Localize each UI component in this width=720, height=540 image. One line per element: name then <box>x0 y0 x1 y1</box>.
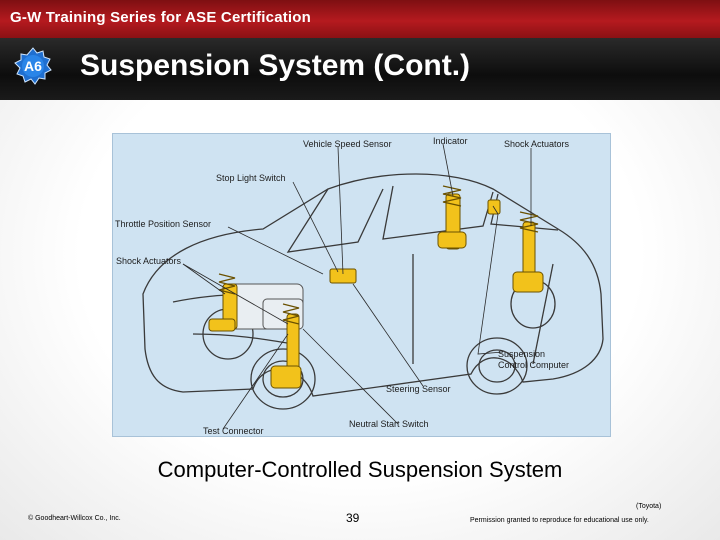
series-title: G-W Training Series for ASE Certificatio… <box>10 9 312 26</box>
label-suspension-control-computer-line1: Suspension <box>498 349 546 359</box>
car-illustration <box>142 143 604 430</box>
series-banner: G-W Training Series for ASE Certificatio… <box>0 0 720 39</box>
figure-caption: Computer-Controlled Suspension System <box>157 457 563 482</box>
label-vehicle-speed-sensor: Vehicle Speed Sensor <box>303 139 392 149</box>
page-number: 39 <box>346 511 360 525</box>
label-shock-actuators-left: Shock Actuators <box>116 256 182 266</box>
label-indicator: Indicator <box>433 136 468 146</box>
label-neutral-start-switch: Neutral Start Switch <box>349 419 429 429</box>
suspension-diagram: Vehicle Speed Sensor Indicator Shock Act… <box>112 133 611 437</box>
label-steering-sensor: Steering Sensor <box>386 384 451 394</box>
permission-notice: Permission granted to reproduce for educ… <box>470 517 649 524</box>
label-suspension-control-computer-line2: Control Computer <box>498 360 570 370</box>
label-shock-actuators-right: Shock Actuators <box>504 139 570 149</box>
image-credit: (Toyota) <box>636 503 662 510</box>
gear-badge-icon <box>14 47 52 85</box>
copyright-text: © Goodheart-Willcox Co., Inc. <box>28 515 121 522</box>
label-test-connector: Test Connector <box>203 426 264 436</box>
badge-label: A6 <box>24 58 42 74</box>
slide-title: Suspension System (Cont.) <box>80 49 471 82</box>
slide-header <box>0 38 720 100</box>
label-stop-light-switch: Stop Light Switch <box>216 173 286 183</box>
label-throttle-position-sensor: Throttle Position Sensor <box>115 219 212 229</box>
